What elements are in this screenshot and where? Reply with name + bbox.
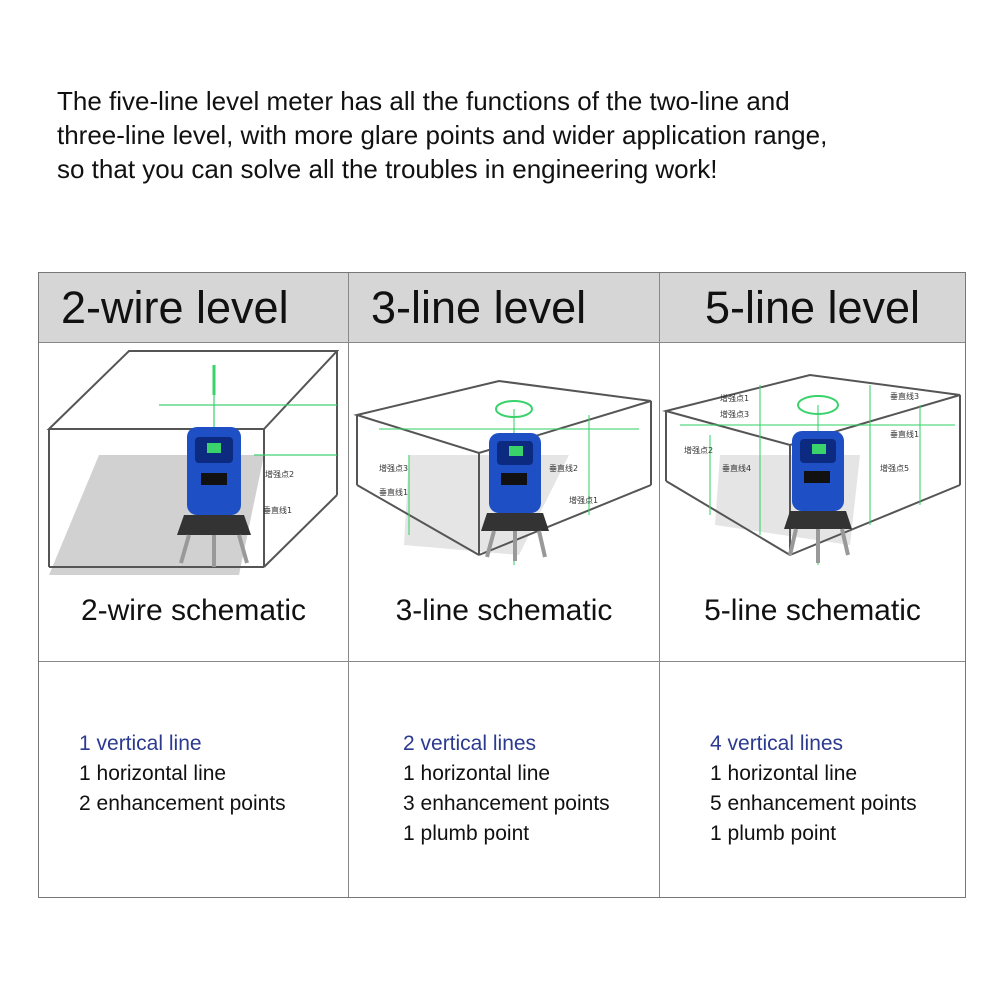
diagram-label: 垂直线2 bbox=[549, 463, 578, 473]
spec-item: 1 horizontal line bbox=[710, 762, 858, 785]
spec-item: 1 horizontal line bbox=[403, 762, 551, 785]
column-3-line: 3-line level bbox=[348, 273, 659, 897]
diagram-label: 增强点1 bbox=[720, 393, 749, 403]
diagram-label: 垂直线1 bbox=[890, 429, 919, 439]
diagram-label: 增强点2 bbox=[684, 445, 713, 455]
column-caption: 2-wire schematic bbox=[80, 594, 307, 627]
row-divider bbox=[660, 661, 965, 662]
spec-item: 1 horizontal line bbox=[79, 762, 227, 785]
schematic-image-5-line: 垂直线3 增强点1 增强点3 垂直线1 增强点2 垂直线4 增强点5 bbox=[660, 345, 965, 575]
schematic-image-2-wire: 增强点2 垂直线1 bbox=[39, 345, 348, 575]
spec-item: 1 plumb point bbox=[710, 822, 837, 845]
intro-line: so that you can solve all the troubles i… bbox=[57, 154, 718, 184]
diagram-label: 增强点2 bbox=[265, 469, 294, 479]
column-5-line: 5-line level bbox=[659, 273, 965, 897]
column-title: 3-line level bbox=[349, 273, 659, 343]
diagram-label: 增强点3 bbox=[379, 463, 408, 473]
diagram-label: 垂直线3 bbox=[890, 391, 919, 401]
column-title: 5-line level bbox=[660, 273, 965, 343]
diagram-label: 垂直线4 bbox=[722, 463, 751, 473]
intro-text: The five-line level meter has all the fu… bbox=[57, 84, 957, 186]
diagram-label: 增强点5 bbox=[880, 463, 909, 473]
spec-item: 3 enhancement points bbox=[403, 792, 610, 815]
diagram-label: 垂直线1 bbox=[379, 487, 408, 497]
spec-list: 1 vertical line 1 horizontal line 2 enha… bbox=[79, 729, 286, 819]
spec-item: 2 vertical lines bbox=[403, 732, 537, 755]
diagram-label: 垂直线1 bbox=[263, 505, 292, 515]
column-caption: 5-line schematic bbox=[704, 594, 921, 627]
intro-line: three-line level, with more glare points… bbox=[57, 120, 828, 150]
spec-item: 2 enhancement points bbox=[79, 792, 286, 815]
intro-line: The five-line level meter has all the fu… bbox=[57, 86, 790, 116]
row-divider bbox=[349, 661, 659, 662]
diagram-label: 增强点1 bbox=[569, 495, 598, 505]
comparison-table: 2-wire level bbox=[38, 272, 966, 898]
column-title: 2-wire level bbox=[39, 273, 348, 343]
spec-list: 4 vertical lines 1 horizontal line 5 enh… bbox=[710, 729, 917, 849]
column-caption: 3-line schematic bbox=[395, 594, 613, 627]
schematic-image-3-line: 增强点3 垂直线2 垂直线1 增强点1 bbox=[349, 345, 659, 575]
diagram-label: 增强点3 bbox=[720, 409, 749, 419]
row-divider bbox=[39, 661, 348, 662]
spec-item: 5 enhancement points bbox=[710, 792, 917, 815]
spec-item: 4 vertical lines bbox=[710, 732, 844, 755]
column-2-wire: 2-wire level bbox=[39, 273, 348, 897]
spec-list: 2 vertical lines 1 horizontal line 3 enh… bbox=[403, 729, 610, 849]
spec-item: 1 vertical line bbox=[79, 732, 202, 755]
spec-item: 1 plumb point bbox=[403, 822, 530, 845]
